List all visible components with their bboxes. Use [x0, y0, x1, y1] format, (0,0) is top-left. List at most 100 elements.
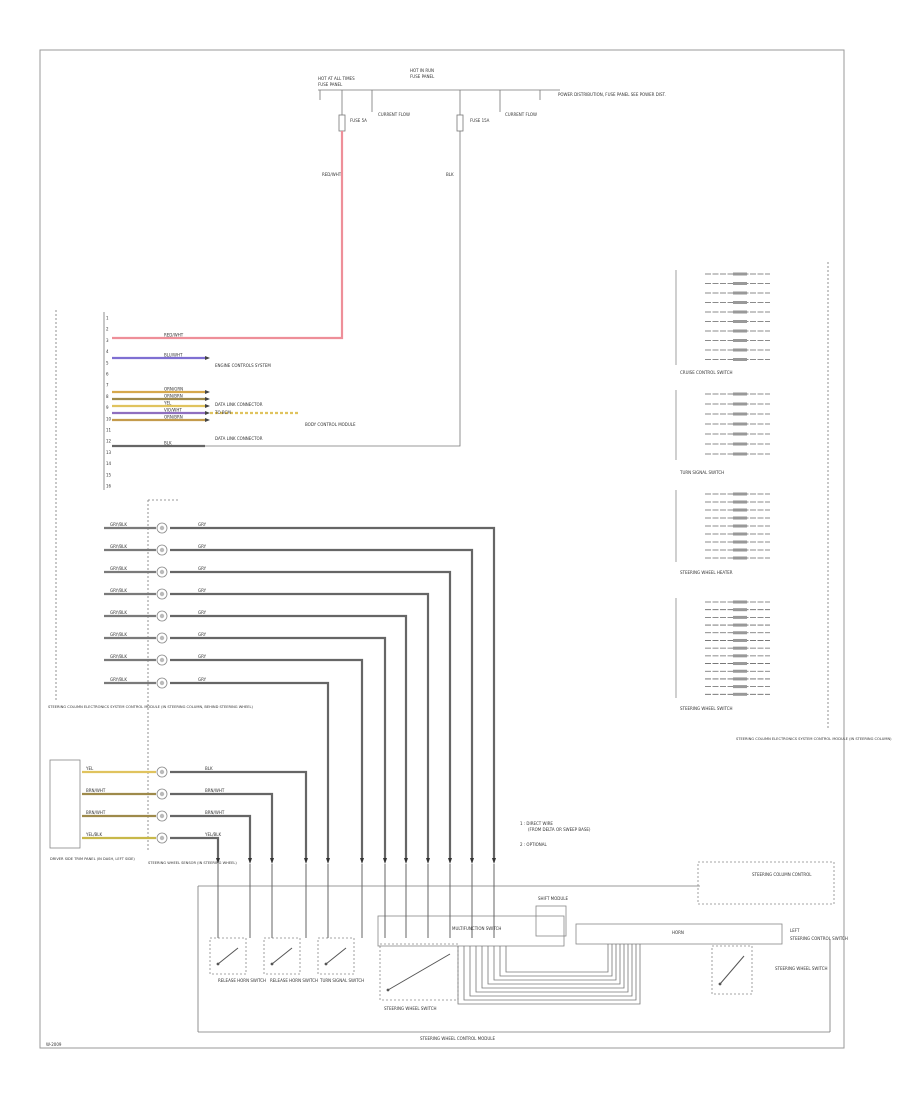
bus-wire-label: BLK — [164, 441, 172, 446]
c2-label: RELEASE HORN SWITCH — [270, 978, 318, 983]
black-feed-wire — [160, 131, 461, 447]
gray-wire-label: GRY — [198, 544, 207, 549]
terminal-pin — [733, 402, 747, 406]
lower-wire-label: BLK — [205, 766, 213, 771]
terminal-pin — [733, 432, 747, 436]
lower-wire-right — [170, 814, 252, 860]
connector-pin-dot — [159, 657, 165, 663]
gray-wire-right — [170, 592, 430, 860]
fan-wire — [481, 944, 625, 989]
bus-wire-label: ORN/BRN — [164, 394, 183, 399]
connector-pin: 2 — [106, 327, 109, 332]
steering-wheel-switch-node — [386, 988, 390, 992]
terminal-pin — [733, 692, 747, 696]
connector-pin: 4 — [106, 349, 109, 354]
terminal-pin — [733, 669, 747, 673]
fan-wire — [487, 944, 621, 985]
fan-wire — [493, 944, 617, 981]
wire-arrow — [248, 858, 252, 864]
lower-wire-label: BRN/WHT — [86, 810, 106, 815]
terminal-pin — [733, 452, 747, 456]
connector-pin-dot — [159, 813, 165, 819]
connector-pin: 16 — [106, 484, 112, 489]
steering-wheel-switch-contact — [387, 953, 451, 991]
gray-wire-label: GRY/BLK — [110, 522, 127, 527]
bottom-components — [209, 864, 783, 1005]
gray-wire-label: GRY — [198, 610, 207, 615]
terminal-pin — [733, 623, 747, 627]
group1-label: CRUISE CONTROL SWITCH — [680, 370, 733, 375]
wire-arrow — [326, 858, 330, 864]
trim-panel-box — [49, 759, 81, 849]
bus-arrow — [205, 390, 210, 394]
horn-switch-1-node — [216, 962, 220, 966]
lower-wire-right — [170, 836, 220, 860]
legend-line-1b: (FROM DELTA OR SWEEP BASE) — [528, 827, 591, 832]
connector-pin-dot — [159, 525, 165, 531]
lower-wire-right — [170, 792, 274, 860]
terminal-pin — [733, 556, 747, 560]
wire-arrow — [470, 858, 474, 864]
bus-wire-label: YEL — [163, 401, 172, 406]
steering-column-switch-contact — [719, 955, 745, 985]
diagram-frame — [39, 49, 845, 1049]
bus-arrow — [205, 404, 210, 408]
clock-spring-label: STEERING WHEEL SENSOR (IN STEERING WHEEL… — [148, 861, 237, 865]
c6-label: HORN — [672, 930, 684, 935]
wire-arrow — [383, 858, 387, 864]
figure-id: W-2009 — [46, 1042, 62, 1047]
terminal-pin — [733, 524, 747, 528]
terminal-pin — [733, 272, 747, 276]
lower-wire-label: BRN/WHT — [205, 810, 225, 815]
connector-pin: 15 — [106, 472, 112, 477]
bus-wire-label: VIO/WHT — [164, 408, 182, 413]
legend-line-2: 2 : OPTIONAL — [520, 842, 547, 847]
fuse-a-label: FUSE 5A — [350, 118, 367, 123]
wire-arrow — [426, 858, 430, 864]
connector-pin-dot — [159, 613, 165, 619]
terminal-pin — [733, 508, 747, 512]
turn-signal-switch-contact — [325, 947, 347, 965]
terminal-pin — [733, 301, 747, 304]
hot-run-label: HOT IN RUN — [410, 68, 434, 73]
connector-pin: 13 — [106, 450, 112, 455]
terminal-pin — [733, 685, 747, 689]
c10-label: LEFT — [790, 928, 800, 933]
lower-wire-right — [170, 770, 308, 860]
gray-wire-right — [170, 614, 408, 860]
svg-text:STEERING COLUMN ELECTRONICS SY: STEERING COLUMN ELECTRONICS SYSTEM CONTR… — [48, 705, 254, 709]
shift-module-box — [535, 905, 567, 937]
group2-label: TURN SIGNAL SWITCH — [679, 470, 724, 475]
connector-pin: 12 — [106, 439, 112, 444]
connector-pin-dot — [159, 569, 165, 575]
lower-wire-label: BRN/WHT — [86, 788, 106, 793]
terminal-pin — [733, 516, 747, 520]
steering-column-switch-node — [718, 982, 722, 986]
connector-pin: 5 — [106, 360, 109, 365]
terminal-pin — [733, 677, 747, 681]
fuse-section: HOT AT ALL TIMES FUSE PANEL HOT IN RUN F… — [318, 68, 666, 177]
lower-wire-label: YEL — [85, 766, 94, 771]
terminal-pin — [733, 654, 747, 658]
connector-pin: 14 — [106, 461, 112, 466]
wire-b-label: BLK — [446, 172, 454, 177]
terminal-pin — [733, 320, 747, 323]
connector-pin: 1 — [106, 316, 109, 321]
fan-wire — [469, 944, 633, 997]
gray-wire-right — [170, 570, 452, 860]
horn-box — [575, 923, 783, 945]
bus-arrow — [205, 411, 210, 415]
footer-caption: STEERING WHEEL CONTROL MODULE — [420, 1036, 496, 1041]
connector-pin: 9 — [106, 405, 109, 410]
terminal-pin — [733, 631, 747, 635]
gray-wire-right — [170, 681, 330, 860]
steering-column-switch — [711, 945, 753, 995]
right-power-note: POWER DISTRIBUTION, FUSE PANEL SEE POWER… — [558, 92, 666, 97]
right-switch-groups — [675, 270, 770, 698]
c5-label: MULTIFUNCTION SWITCH — [452, 926, 501, 931]
gray-wire-label: GRY — [198, 522, 207, 527]
connector-pin: 6 — [106, 372, 109, 377]
